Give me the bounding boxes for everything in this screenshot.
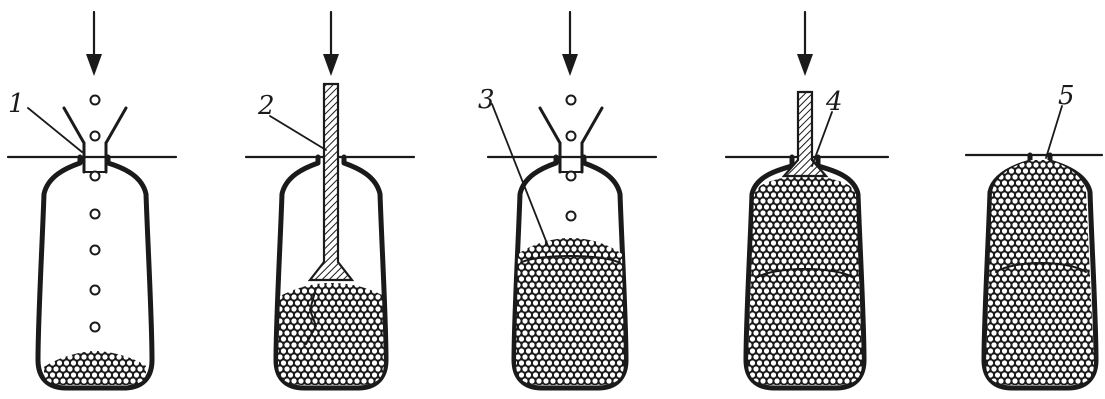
stage-5: 5 (966, 81, 1102, 388)
stage-2-rammer-rod-icon (310, 84, 352, 280)
stage-1-pellet-fill (44, 351, 146, 385)
stage-5-callout: 5 (1046, 81, 1075, 158)
stage-1-falling-pellets (91, 96, 100, 332)
stage-3-pellet-fill (516, 238, 624, 385)
callout-label-3: 3 (478, 85, 495, 115)
callout-label-1: 1 (8, 89, 25, 119)
stage-2-feed-arrow-icon (323, 12, 339, 76)
stage-4-pellet-fill (748, 176, 862, 385)
callout-label-2: 2 (257, 91, 275, 121)
callout-label-4: 4 (825, 87, 843, 117)
stage-4-feed-arrow-icon (797, 12, 813, 76)
stage-3: 3 (478, 12, 656, 388)
stage-3-callout: 3 (478, 85, 548, 246)
callout-label-5: 5 (1058, 81, 1075, 111)
stage-4-callout: 4 (812, 87, 843, 166)
stage-5-pellet-fill (986, 160, 1094, 385)
stage-2: 2 (246, 12, 414, 388)
stage-1-feed-arrow-icon (86, 12, 102, 76)
stage-4: 4 (726, 12, 888, 388)
stage-3-feed-arrow-icon (562, 12, 578, 76)
stage-2-callout: 2 (257, 91, 326, 150)
stage-2-pellet-fill (278, 283, 384, 385)
stage-1: 1 (8, 12, 176, 388)
